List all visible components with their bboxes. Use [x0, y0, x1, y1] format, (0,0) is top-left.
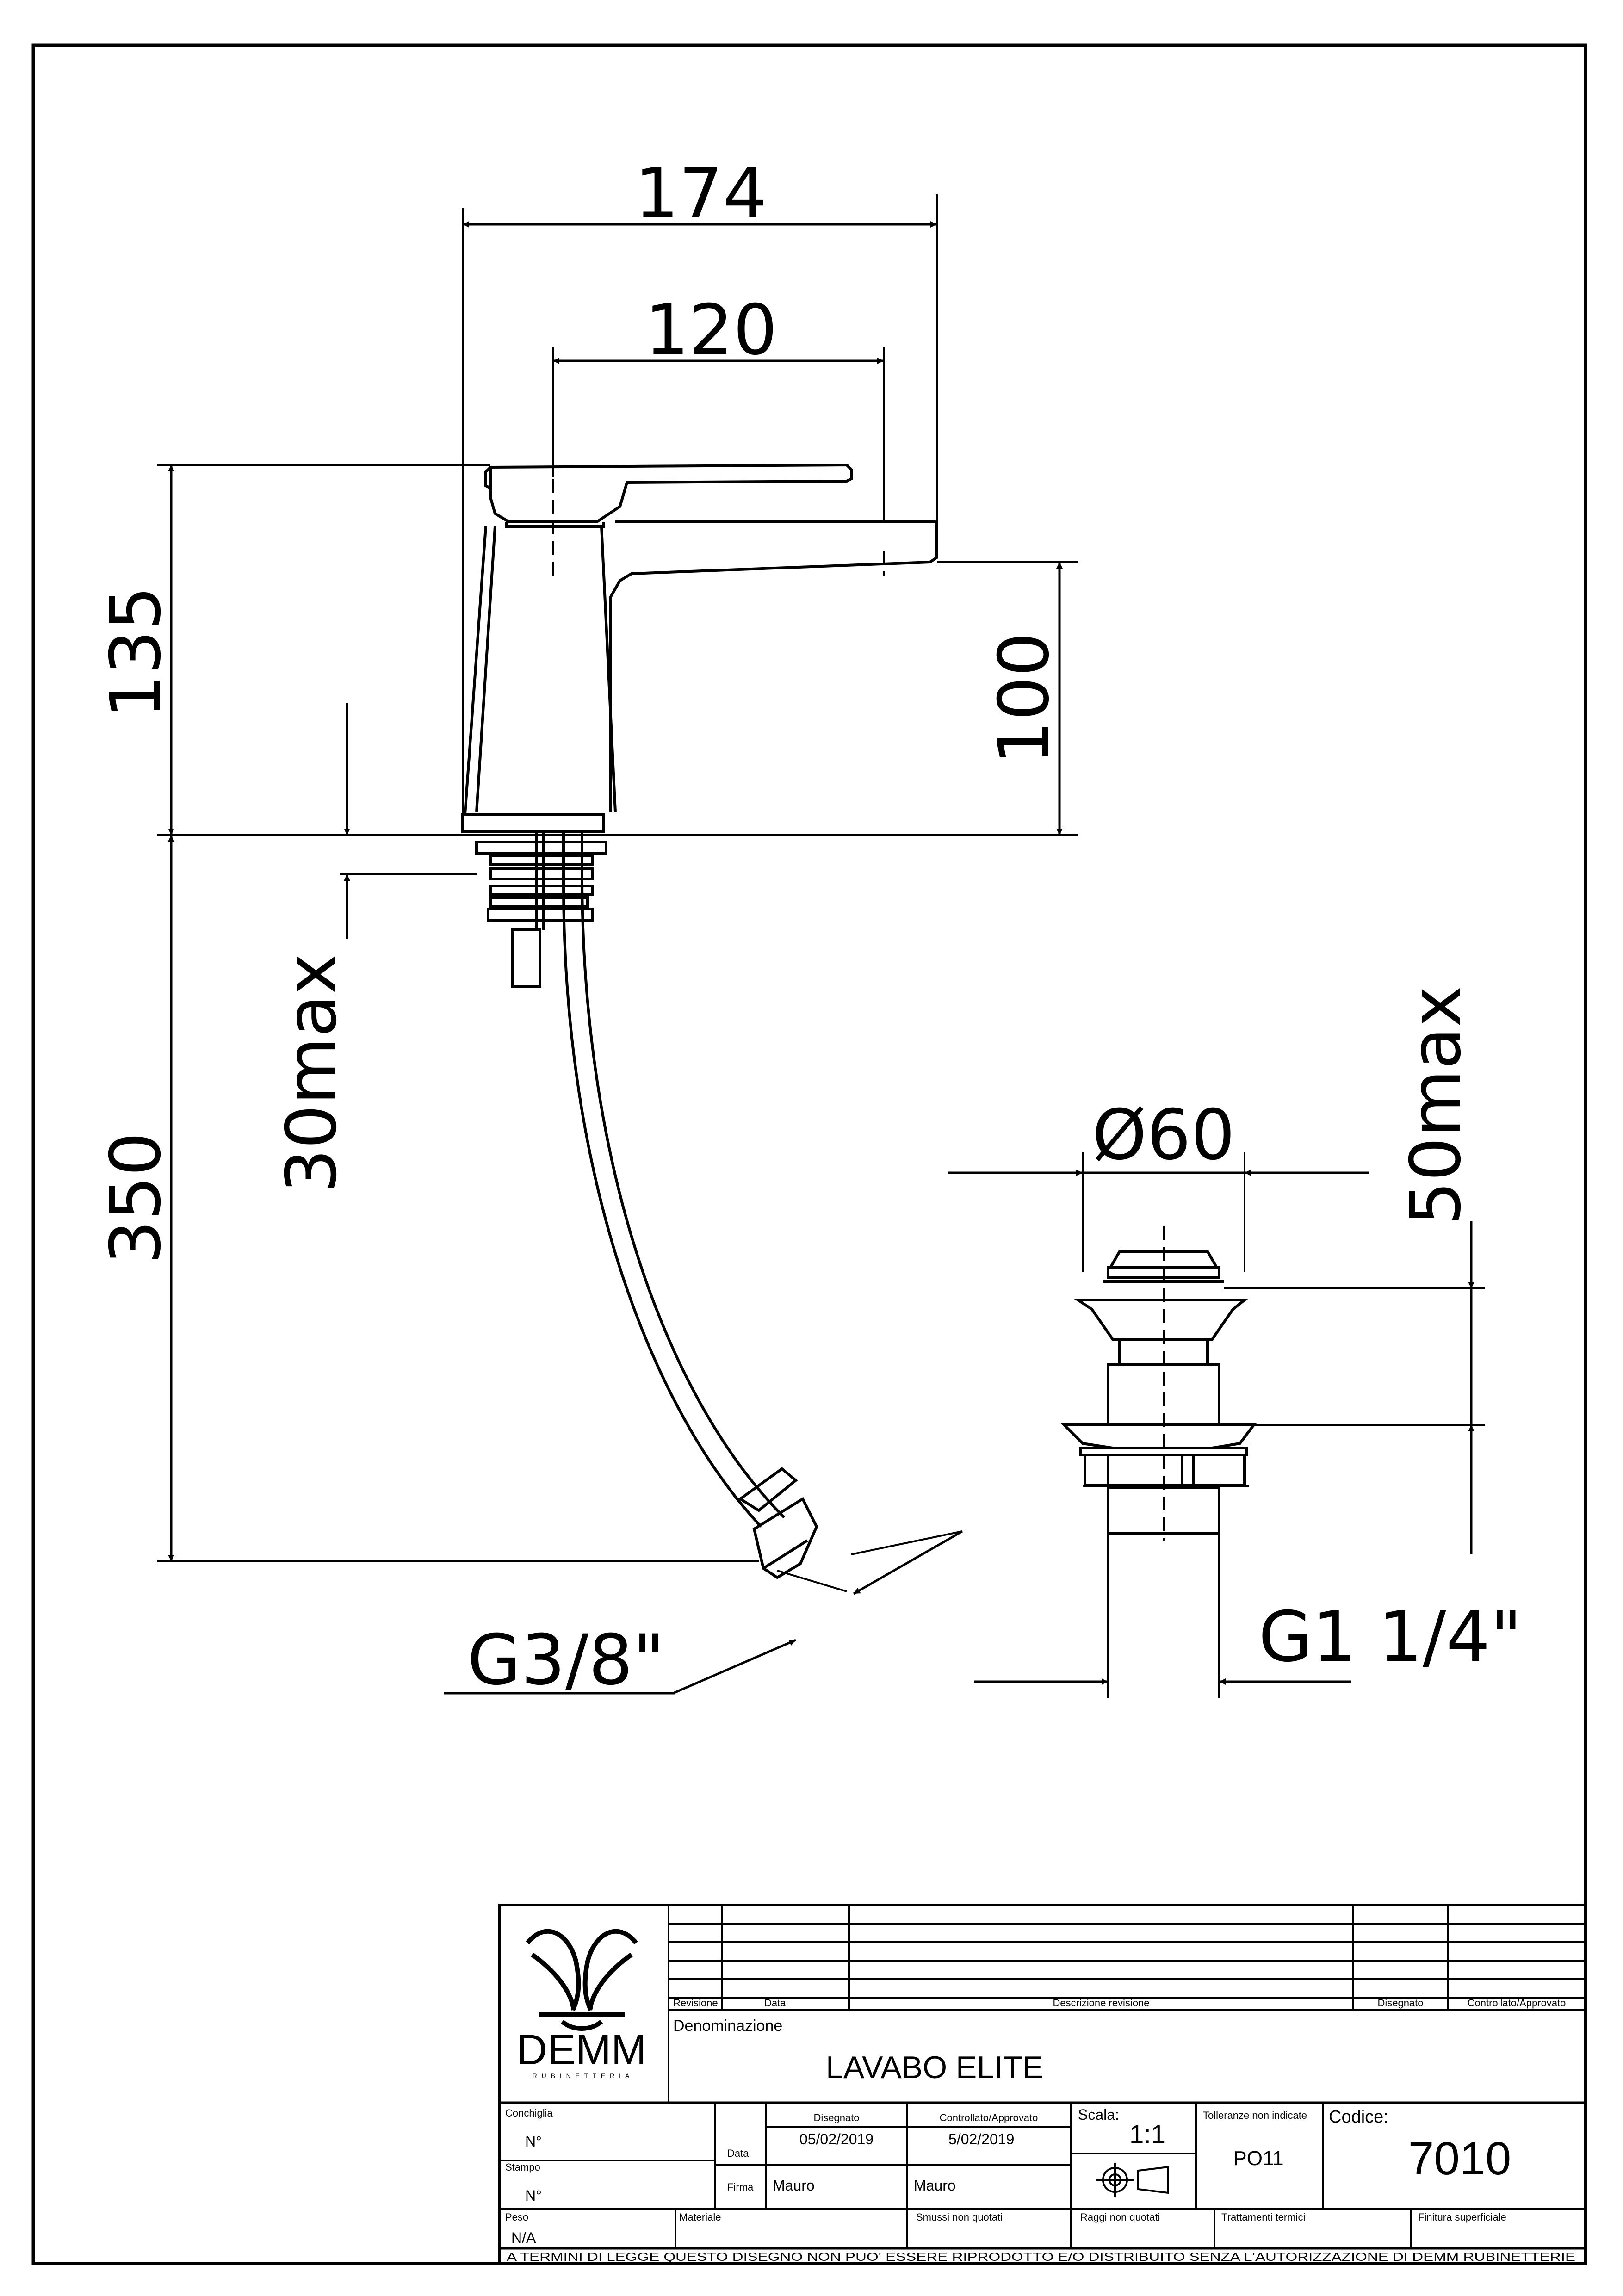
dim-50max: 50max — [1396, 986, 1476, 1225]
firma-controllato: Mauro — [914, 2177, 956, 2194]
dim-350: 350 — [96, 1132, 176, 1264]
rev-header-data: Data — [764, 1997, 786, 2009]
stampo-label: Stampo — [505, 2161, 540, 2173]
rev-header-revisione: Revisione — [673, 1997, 718, 2009]
product-name: LAVABO ELITE — [826, 2050, 1043, 2085]
peso-value: N/A — [511, 2229, 536, 2246]
brand-subtitle: R U B I N E T T E R I A — [533, 2072, 631, 2079]
scala-value: 1:1 — [1129, 2119, 1165, 2148]
demm-logo — [526, 1929, 638, 2031]
legal-footer: A TERMINI DI LEGGE QUESTO DISEGNO NON PU… — [507, 2251, 1575, 2264]
tolleranze-value: PO11 — [1233, 2147, 1283, 2170]
dim-120: 120 — [645, 290, 777, 371]
dim-diameter-60: Ø60 — [1092, 1095, 1235, 1176]
faucet-dimension-lines — [157, 194, 1078, 1695]
waste-side-view — [1060, 1250, 1257, 1535]
data-label: Data — [727, 2147, 749, 2159]
rev-header-controllato: Controllato/Approvato — [1468, 1997, 1566, 2009]
faucet-side-view — [461, 463, 938, 1579]
waste-dimension-lines — [948, 1152, 1485, 1698]
scala-label: Scala: — [1078, 2106, 1119, 2123]
trattamenti-label: Trattamenti termici — [1221, 2211, 1305, 2223]
title-block: DEMM R U B I N E T T E R I A Revisione D… — [498, 1904, 1587, 2265]
conchiglia-value: N° — [525, 2133, 542, 2150]
dim-g3-8: G3/8" — [467, 1620, 665, 1701]
firma-disegnato: Mauro — [773, 2177, 815, 2194]
peso-label: Peso — [505, 2211, 528, 2223]
faucet-centerlines — [552, 479, 885, 578]
rev-header-descrizione: Descrizione revisione — [1053, 1997, 1149, 2009]
dim-30max: 30max — [272, 953, 352, 1193]
tolleranze-label: Tolleranze non indicate — [1203, 2110, 1307, 2121]
smussi-label: Smussi non quotati — [916, 2211, 1003, 2223]
dim-100: 100 — [984, 632, 1065, 765]
data-controllato: 5/02/2019 — [948, 2131, 1014, 2147]
brand-name: DEMM — [516, 2026, 646, 2073]
codice-label: Codice: — [1329, 2107, 1388, 2127]
conchiglia-label: Conchiglia — [505, 2107, 553, 2119]
dim-174: 174 — [635, 154, 767, 234]
denominazione-label: Denominazione — [673, 2017, 782, 2035]
data-disegnato: 05/02/2019 — [799, 2131, 873, 2147]
firma-label: Firma — [727, 2181, 754, 2193]
stampo-value: N° — [525, 2187, 542, 2204]
projection-symbol-icon — [1096, 2163, 1169, 2197]
codice-value: 7010 — [1408, 2133, 1511, 2185]
dim-135: 135 — [96, 586, 176, 718]
disegnato-label: Disegnato — [813, 2112, 859, 2123]
controllato-label: Controllato/Approvato — [940, 2112, 1038, 2123]
materiale-label: Materiale — [679, 2211, 721, 2223]
raggi-label: Raggi non quotati — [1080, 2211, 1160, 2223]
dim-g1-1-4: G1 1/4" — [1258, 1597, 1522, 1677]
rev-header-disegnato: Disegnato — [1377, 1997, 1423, 2009]
finitura-label: Finitura superficiale — [1418, 2211, 1506, 2223]
